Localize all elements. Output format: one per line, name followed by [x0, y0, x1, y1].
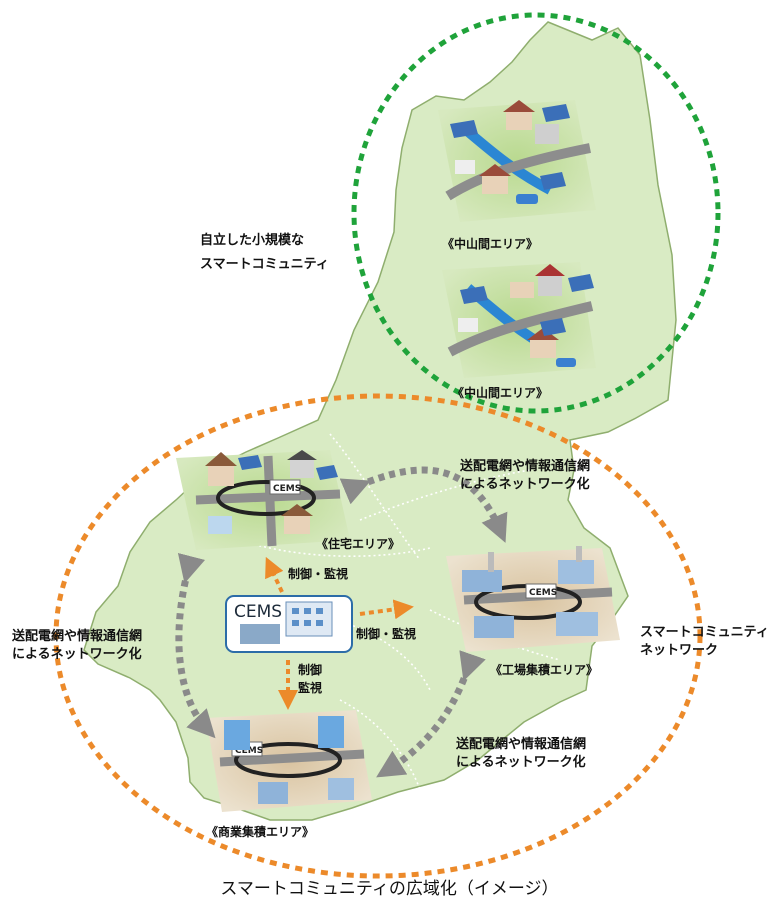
area-residential-label: 《住宅エリア》 — [316, 537, 401, 551]
house-icon — [458, 264, 576, 367]
cems-building-icon — [240, 601, 333, 644]
control-arrows — [265, 556, 414, 710]
network-top-label-line2: によるネットワーク化 — [460, 477, 590, 492]
area-commercial-label: 《商業集積エリア》 — [206, 825, 315, 839]
network-left-label-line1: 送配電網や情報通信網 — [12, 629, 143, 644]
residential-area-illustration: CEMS — [176, 450, 350, 550]
cems-industrial-label: CEMS — [529, 588, 557, 598]
cems-center-label: CEMS — [234, 602, 282, 622]
network-left-label-line2: によるネットワーク化 — [12, 647, 142, 662]
house-icon — [455, 100, 559, 204]
cems-center-box: CEMS — [225, 595, 353, 653]
cems-ring — [234, 742, 342, 778]
control-commercial-label-line1: 制御 — [298, 663, 323, 677]
network-arrows — [175, 466, 508, 778]
area-midmountain-1-label: 《中山間エリア》 — [442, 237, 539, 251]
figure-caption: スマートコミュニティの広域化（イメージ） — [220, 879, 559, 899]
solar-panel-icon — [460, 274, 594, 336]
small-community-label-line2: スマートコミュニティ — [200, 257, 329, 272]
green-dashed-circle — [351, 12, 721, 414]
solar-panel-icon — [238, 455, 338, 480]
network-top-label-line1: 送配電網や情報通信網 — [460, 459, 591, 474]
cems-ring — [216, 480, 316, 516]
cems-commercial-label: CEMS — [235, 746, 263, 756]
house-icon — [205, 450, 317, 534]
network-right-label-line1: スマートコミュニティ — [640, 625, 769, 640]
cems-residential-label: CEMS — [273, 484, 301, 494]
area-midmountain-2-label: 《中山間エリア》 — [452, 386, 549, 400]
midmountain-area-2-illustration — [442, 262, 596, 378]
area-industrial-label: 《工場集積エリア》 — [490, 663, 599, 677]
small-community-label-line1: 自立した小規模な — [200, 233, 305, 248]
control-residential-label: 制御・監視 — [288, 567, 349, 581]
commercial-area-illustration: CEMS — [206, 710, 372, 812]
control-industrial-label: 制御・監視 — [356, 627, 417, 641]
orange-dashed-circle — [53, 393, 703, 879]
network-right-label-line2: ネットワーク — [640, 643, 719, 658]
building-cluster-icon — [224, 716, 354, 804]
solar-panel-icon — [450, 104, 570, 190]
factory-icon — [462, 546, 598, 638]
control-commercial-label-line2: 監視 — [298, 681, 323, 695]
industrial-area-illustration: CEMS — [446, 546, 620, 652]
network-bottom-label-line2: によるネットワーク化 — [456, 755, 586, 770]
network-bottom-label-line1: 送配電網や情報通信網 — [456, 737, 587, 752]
region-map — [83, 21, 677, 821]
midmountain-area-1-illustration — [438, 100, 596, 222]
